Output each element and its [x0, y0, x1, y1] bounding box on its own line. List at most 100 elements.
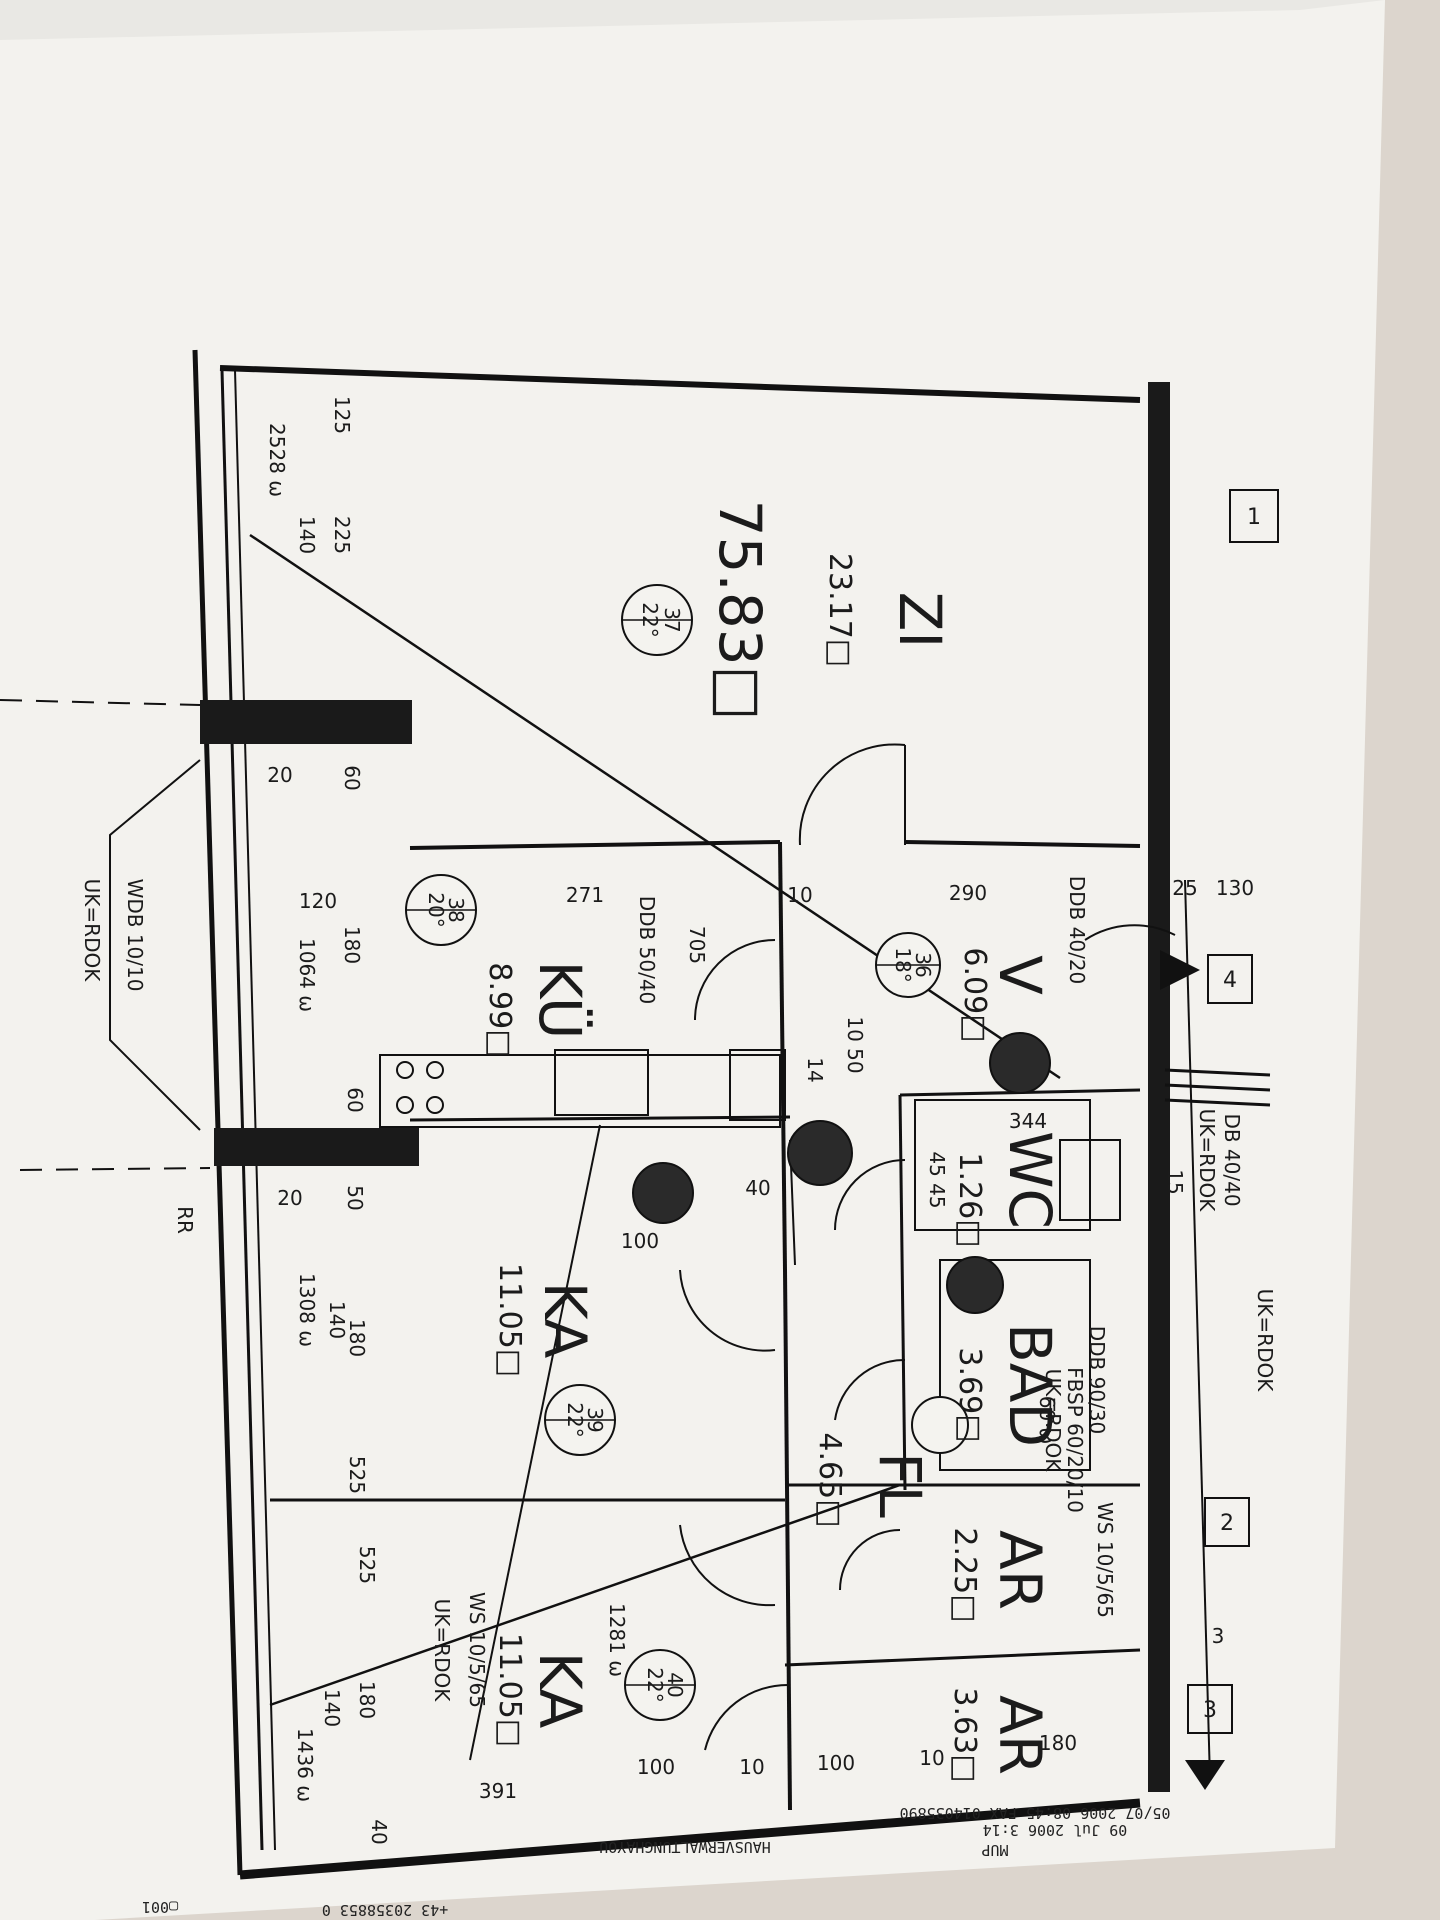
fax-line-1: 09 Jul 2006 3:14 — [983, 1821, 1128, 1839]
ka2-area: 11.05□ — [492, 1633, 527, 1747]
v-area: 6.09□ — [957, 947, 992, 1042]
bad-circle — [911, 1396, 969, 1454]
ukrdok-far-right-label: UK=RDOK — [1253, 1289, 1277, 1393]
ukrdok-right-label: UK=RDOK — [1195, 1109, 1219, 1213]
bad-area: 3.69□ — [952, 1347, 987, 1442]
dim-180b: 180 — [345, 1319, 369, 1357]
ku-name: KÜ — [526, 961, 594, 1040]
ukrdok-label: UK=RDOK — [80, 879, 104, 983]
fbsp-label: FBSP 60/20/10 — [1063, 1367, 1087, 1513]
fax-line-5: +43 20358853 0 — [322, 1901, 448, 1919]
dim-1308: 1308 ω — [295, 1273, 319, 1347]
fax-line-6: ▢001 — [142, 1898, 178, 1916]
wall-block-1 — [200, 700, 412, 744]
ar2-area: 3.63□ — [947, 1687, 982, 1782]
dim-3: 3 — [1212, 1624, 1225, 1648]
dim-1281: 1281 ω — [605, 1603, 629, 1677]
zi-area: 23.17□ — [822, 553, 857, 667]
dim-15: 15 — [1163, 1169, 1187, 1194]
wdb-label: WDB 10/10 — [123, 879, 147, 992]
dim-140: 140 — [295, 516, 319, 554]
top-wall — [219, 365, 1141, 403]
dim-60: 60 — [340, 765, 364, 790]
dim-20b: 20 — [277, 1186, 302, 1210]
zi-circle-top: 37 — [660, 607, 684, 632]
dim-10-50: 10 50 — [843, 1016, 867, 1073]
dim-60w: 60 ω — [1035, 1396, 1059, 1445]
dim-60b: 60 — [343, 1087, 367, 1112]
dim-20: 20 — [267, 763, 292, 787]
wc-area: 1.26□ — [952, 1152, 987, 1247]
ddb-9030-label: DDB 90/30 — [1085, 1326, 1109, 1435]
left-wall-outer — [192, 349, 243, 1876]
rr-label: RR — [173, 1206, 197, 1234]
dim-100: 100 — [621, 1229, 659, 1253]
bottom-wall — [239, 1798, 1141, 1880]
ar1-name: AR — [986, 1530, 1054, 1610]
dim-225: 225 — [330, 516, 354, 554]
dim-391: 391 — [479, 1779, 517, 1803]
dim-1064: 1064 ω — [295, 938, 319, 1012]
fl-name: FL — [866, 1452, 934, 1518]
fax-line-2: 05/07 2006 08:45 FAX 014035890 — [900, 1804, 1171, 1822]
dim-40b: 40 — [367, 1819, 391, 1844]
dim-705: 705 — [685, 926, 709, 964]
ku-circle-bottom: 20° — [424, 892, 448, 927]
dim-140c: 140 — [320, 1689, 344, 1727]
dim-45: 45 45 — [925, 1151, 949, 1208]
ukrdok-bad-label: UK=RDOK — [1041, 1369, 1065, 1473]
dim-40: 40 — [745, 1176, 770, 1200]
ar2-name: AR — [986, 1695, 1054, 1775]
ka1-circle-bottom: 22° — [563, 1402, 587, 1437]
dim-344: 344 — [1009, 1109, 1047, 1133]
dim-25: 25 — [1172, 876, 1197, 900]
marker-3-box — [1187, 1684, 1233, 1734]
dim-180c: 180 — [355, 1681, 379, 1719]
dim-140b: 140 — [325, 1301, 349, 1339]
dim-271: 271 — [566, 883, 604, 907]
marker-3: 3 — [1203, 1698, 1217, 1723]
wall-block-2 — [214, 1128, 419, 1166]
left-wall-inner — [220, 369, 264, 1851]
ws-ar-label: WS 10/5/65 — [1093, 1502, 1117, 1618]
arrow-down-icon — [1185, 1760, 1225, 1790]
v-circle-bottom: 18° — [891, 947, 915, 982]
arrow-right-icon — [1160, 950, 1200, 990]
dim-525: 525 — [345, 1456, 369, 1494]
ka1-area: 11.05□ — [492, 1263, 527, 1377]
fax-line-3: MUP — [981, 1841, 1008, 1859]
dim-50: 50 — [343, 1185, 367, 1210]
v-circle-top: 36 — [911, 952, 935, 977]
marker-4-box — [1207, 954, 1253, 1004]
dim-14: 14 — [803, 1057, 827, 1082]
marker-1: 1 — [1247, 505, 1261, 530]
dim-2528: 2528 ω — [265, 423, 289, 497]
dim-120: 120 — [299, 889, 337, 913]
v-name: V — [986, 955, 1054, 995]
window-line — [234, 369, 276, 1851]
ku-area: 8.99□ — [482, 962, 517, 1057]
dim-1436: 1436 ω — [293, 1728, 317, 1802]
dim-100c: 100 — [817, 1751, 855, 1775]
wc-name: WC — [996, 1131, 1064, 1229]
ka1-circle-top: 39 — [583, 1407, 607, 1432]
db-4040-label: DB 40/40 — [1220, 1113, 1244, 1206]
marker-2-box — [1204, 1497, 1250, 1547]
bad-name: BAD — [996, 1323, 1064, 1447]
dim-180d: 180 — [1039, 1731, 1077, 1755]
fl-area: 4.65□ — [812, 1432, 847, 1527]
ddb-4020-label: DDB 40/20 — [1065, 876, 1089, 985]
ws-ka-label: WS 10/5/65 — [465, 1592, 489, 1708]
dim-10b: 10 — [739, 1755, 764, 1779]
right-wall — [1148, 382, 1170, 1792]
zi-name: ZI — [886, 592, 954, 649]
dim-130: 130 — [1216, 876, 1254, 900]
dim-10c: 10 — [919, 1746, 944, 1770]
dim-290: 290 — [949, 881, 987, 905]
ka2-circle-bottom: 22° — [643, 1667, 667, 1702]
ar1-area: 2.25□ — [947, 1527, 982, 1622]
dim-525b: 525 — [355, 1546, 379, 1584]
ka2-name: KA — [526, 1652, 594, 1729]
